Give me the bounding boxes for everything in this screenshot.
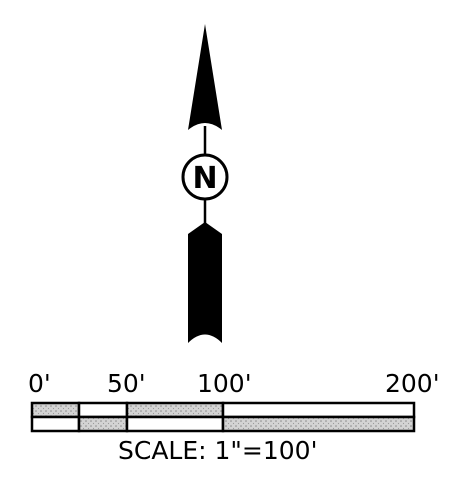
scale-tick-label-50: 50'	[107, 369, 146, 398]
scale-tick-label-0: 0'	[28, 369, 51, 398]
north-letter: N	[192, 161, 217, 196]
scale-segment-bottom-2	[77, 415, 129, 433]
north-arrow-head-icon	[188, 24, 222, 130]
scale-segment-top-3	[125, 401, 225, 419]
scale-segment-top-1	[30, 401, 81, 419]
scale-segment-bottom-4	[221, 415, 416, 433]
scale-tick-label-100: 100'	[197, 369, 252, 398]
scale-segment-bottom-3	[125, 415, 225, 433]
scale-segment-bottom-1	[30, 415, 81, 433]
north-arrow-tail-icon	[188, 222, 222, 343]
scale-segment-top-4	[221, 401, 416, 419]
scale-segment-top-2	[77, 401, 129, 419]
scale-caption: SCALE: 1"=100'	[118, 436, 318, 465]
scale-bar	[30, 401, 416, 433]
scale-tick-label-200: 200'	[385, 369, 440, 398]
